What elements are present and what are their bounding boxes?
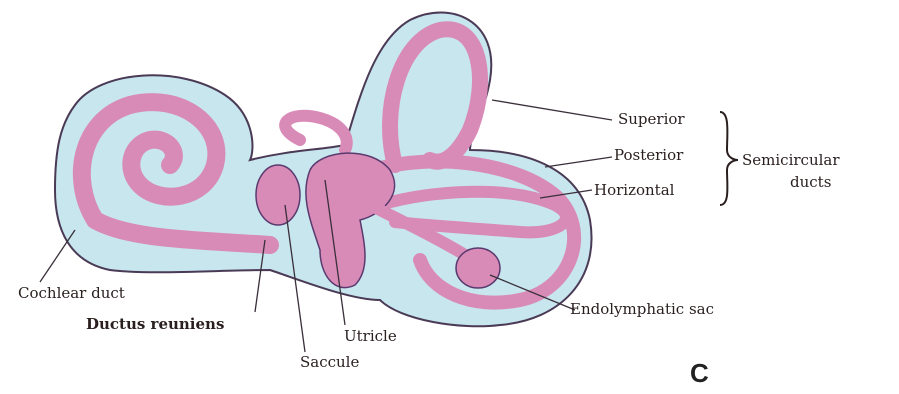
semicircular-bracket: [720, 112, 738, 205]
label-saccule: Saccule: [300, 353, 359, 371]
panel-letter: C: [690, 358, 709, 389]
crus-loop: [285, 116, 347, 150]
label-posterior: Posterior: [614, 146, 683, 164]
saccule-body: [256, 165, 300, 225]
label-superior: Superior: [618, 110, 685, 128]
endolymphatic-sac-body: [456, 248, 500, 288]
leader-superior: [492, 100, 612, 120]
label-semicircular: Semicircular: [742, 151, 840, 169]
leader-cochlear: [40, 230, 75, 282]
leader-posterior: [545, 157, 612, 167]
label-endolymphatic-sac: Endolymphatic sac: [570, 300, 714, 318]
label-cochlear-duct: Cochlear duct: [18, 284, 125, 302]
label-ducts: ducts: [790, 173, 831, 191]
label-horizontal: Horizontal: [594, 181, 674, 199]
label-ductus-reuniens: Ductus reuniens: [86, 315, 224, 333]
label-utricle: Utricle: [344, 327, 397, 345]
